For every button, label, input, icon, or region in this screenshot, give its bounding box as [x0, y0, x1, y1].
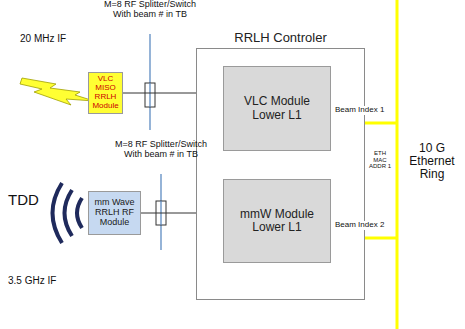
eth-mac-label: ETH MAC ADDR 1 — [367, 150, 393, 170]
tdd-label: TDD — [8, 192, 39, 209]
box-text: VLC Module Lower L1 — [226, 95, 328, 121]
radio-wave — [65, 190, 73, 236]
if-label: 3.5 GHz IF — [8, 275, 56, 286]
ethernet-link — [365, 237, 397, 240]
splitter-box — [145, 83, 155, 107]
radio-wave — [53, 183, 63, 243]
box-text: VLC MISO RRLH Module — [91, 75, 120, 110]
beam-index-label: Beam Index 2 — [335, 221, 384, 230]
if-label: 20 MHz IF — [20, 33, 66, 44]
module-box: mmW Module Lower L1 — [223, 179, 331, 263]
ethernet-ring — [396, 0, 399, 329]
beam-index-label: Beam Index 1 — [335, 106, 384, 115]
box-text: mmW Module Lower L1 — [226, 208, 328, 234]
module-box: VLC Module Lower L1 — [223, 66, 331, 151]
signal-line — [141, 213, 196, 214]
light-bolt — [20, 78, 94, 105]
signal-line — [123, 93, 196, 94]
splitter-label: M=8 RF Splitter/Switch With beam # in TB — [109, 140, 213, 160]
mmwave-rrlh-box: mm Wave RRLH RF Module — [88, 191, 141, 235]
radio-wave — [77, 198, 82, 228]
splitter-line — [160, 174, 161, 250]
vlc-rrlh-box: VLC MISO RRLH Module — [88, 72, 123, 114]
box-text: mm Wave RRLH RF Module — [91, 198, 138, 228]
splitter-line — [149, 34, 150, 130]
splitter-label: M=8 RF Splitter/Switch With beam # in TB — [98, 0, 202, 20]
controller-box: RRLH ControlerVLC Module Lower L1mmW Mod… — [196, 48, 365, 300]
ethernet-link — [365, 122, 397, 125]
ring-label: 10 G Ethernet Ring — [402, 142, 462, 182]
splitter-line — [149, 83, 150, 107]
box-heading: RRLH Controler — [197, 31, 364, 45]
